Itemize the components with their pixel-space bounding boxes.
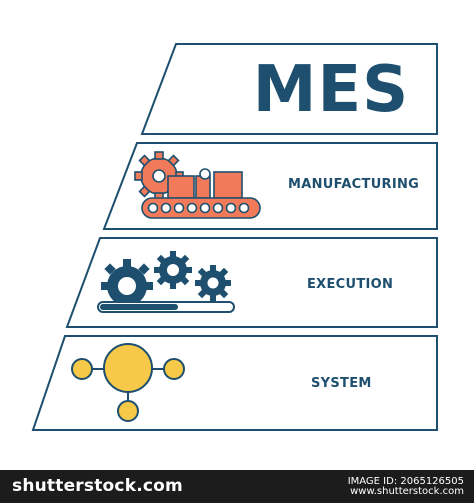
box-icon xyxy=(213,171,243,199)
stock-image-info: IMAGE ID: 2065126505 www.shutterstock.co… xyxy=(348,477,464,497)
layer-panel-title xyxy=(140,43,438,135)
layer-label-system: SYSTEM xyxy=(311,376,372,391)
layer-label-execution: EXECUTION xyxy=(307,277,394,292)
bottom-node-icon xyxy=(117,400,139,422)
diagram-title: MES xyxy=(252,53,410,127)
central-node-icon xyxy=(103,343,153,393)
conveyor-gear-icon xyxy=(134,151,261,219)
stock-footer-bar: shutterstock.com IMAGE ID: 2065126505 ww… xyxy=(0,470,474,503)
box-icon xyxy=(167,175,195,199)
left-node-icon xyxy=(71,358,93,380)
diagram-graphic xyxy=(31,43,438,431)
small-gear-icon xyxy=(195,265,231,301)
stock-site: www.shutterstock.com xyxy=(350,486,464,497)
large-gear-icon xyxy=(101,259,153,306)
network-nodes-icon xyxy=(71,343,185,422)
stock-image-id: IMAGE ID: 2065126505 xyxy=(347,476,464,487)
stock-brand: shutterstock.com xyxy=(12,476,183,496)
diagram: MES MANUFACTURING EXECUTION SYSTEM xyxy=(31,43,438,431)
medium-gear-icon xyxy=(154,251,192,289)
layer-panel-system xyxy=(31,335,438,431)
progress-bar-fill xyxy=(100,304,178,310)
layer-label-manufacturing: MANUFACTURING xyxy=(288,177,420,192)
right-node-icon xyxy=(163,358,185,380)
gears-progress-icon xyxy=(97,251,235,313)
